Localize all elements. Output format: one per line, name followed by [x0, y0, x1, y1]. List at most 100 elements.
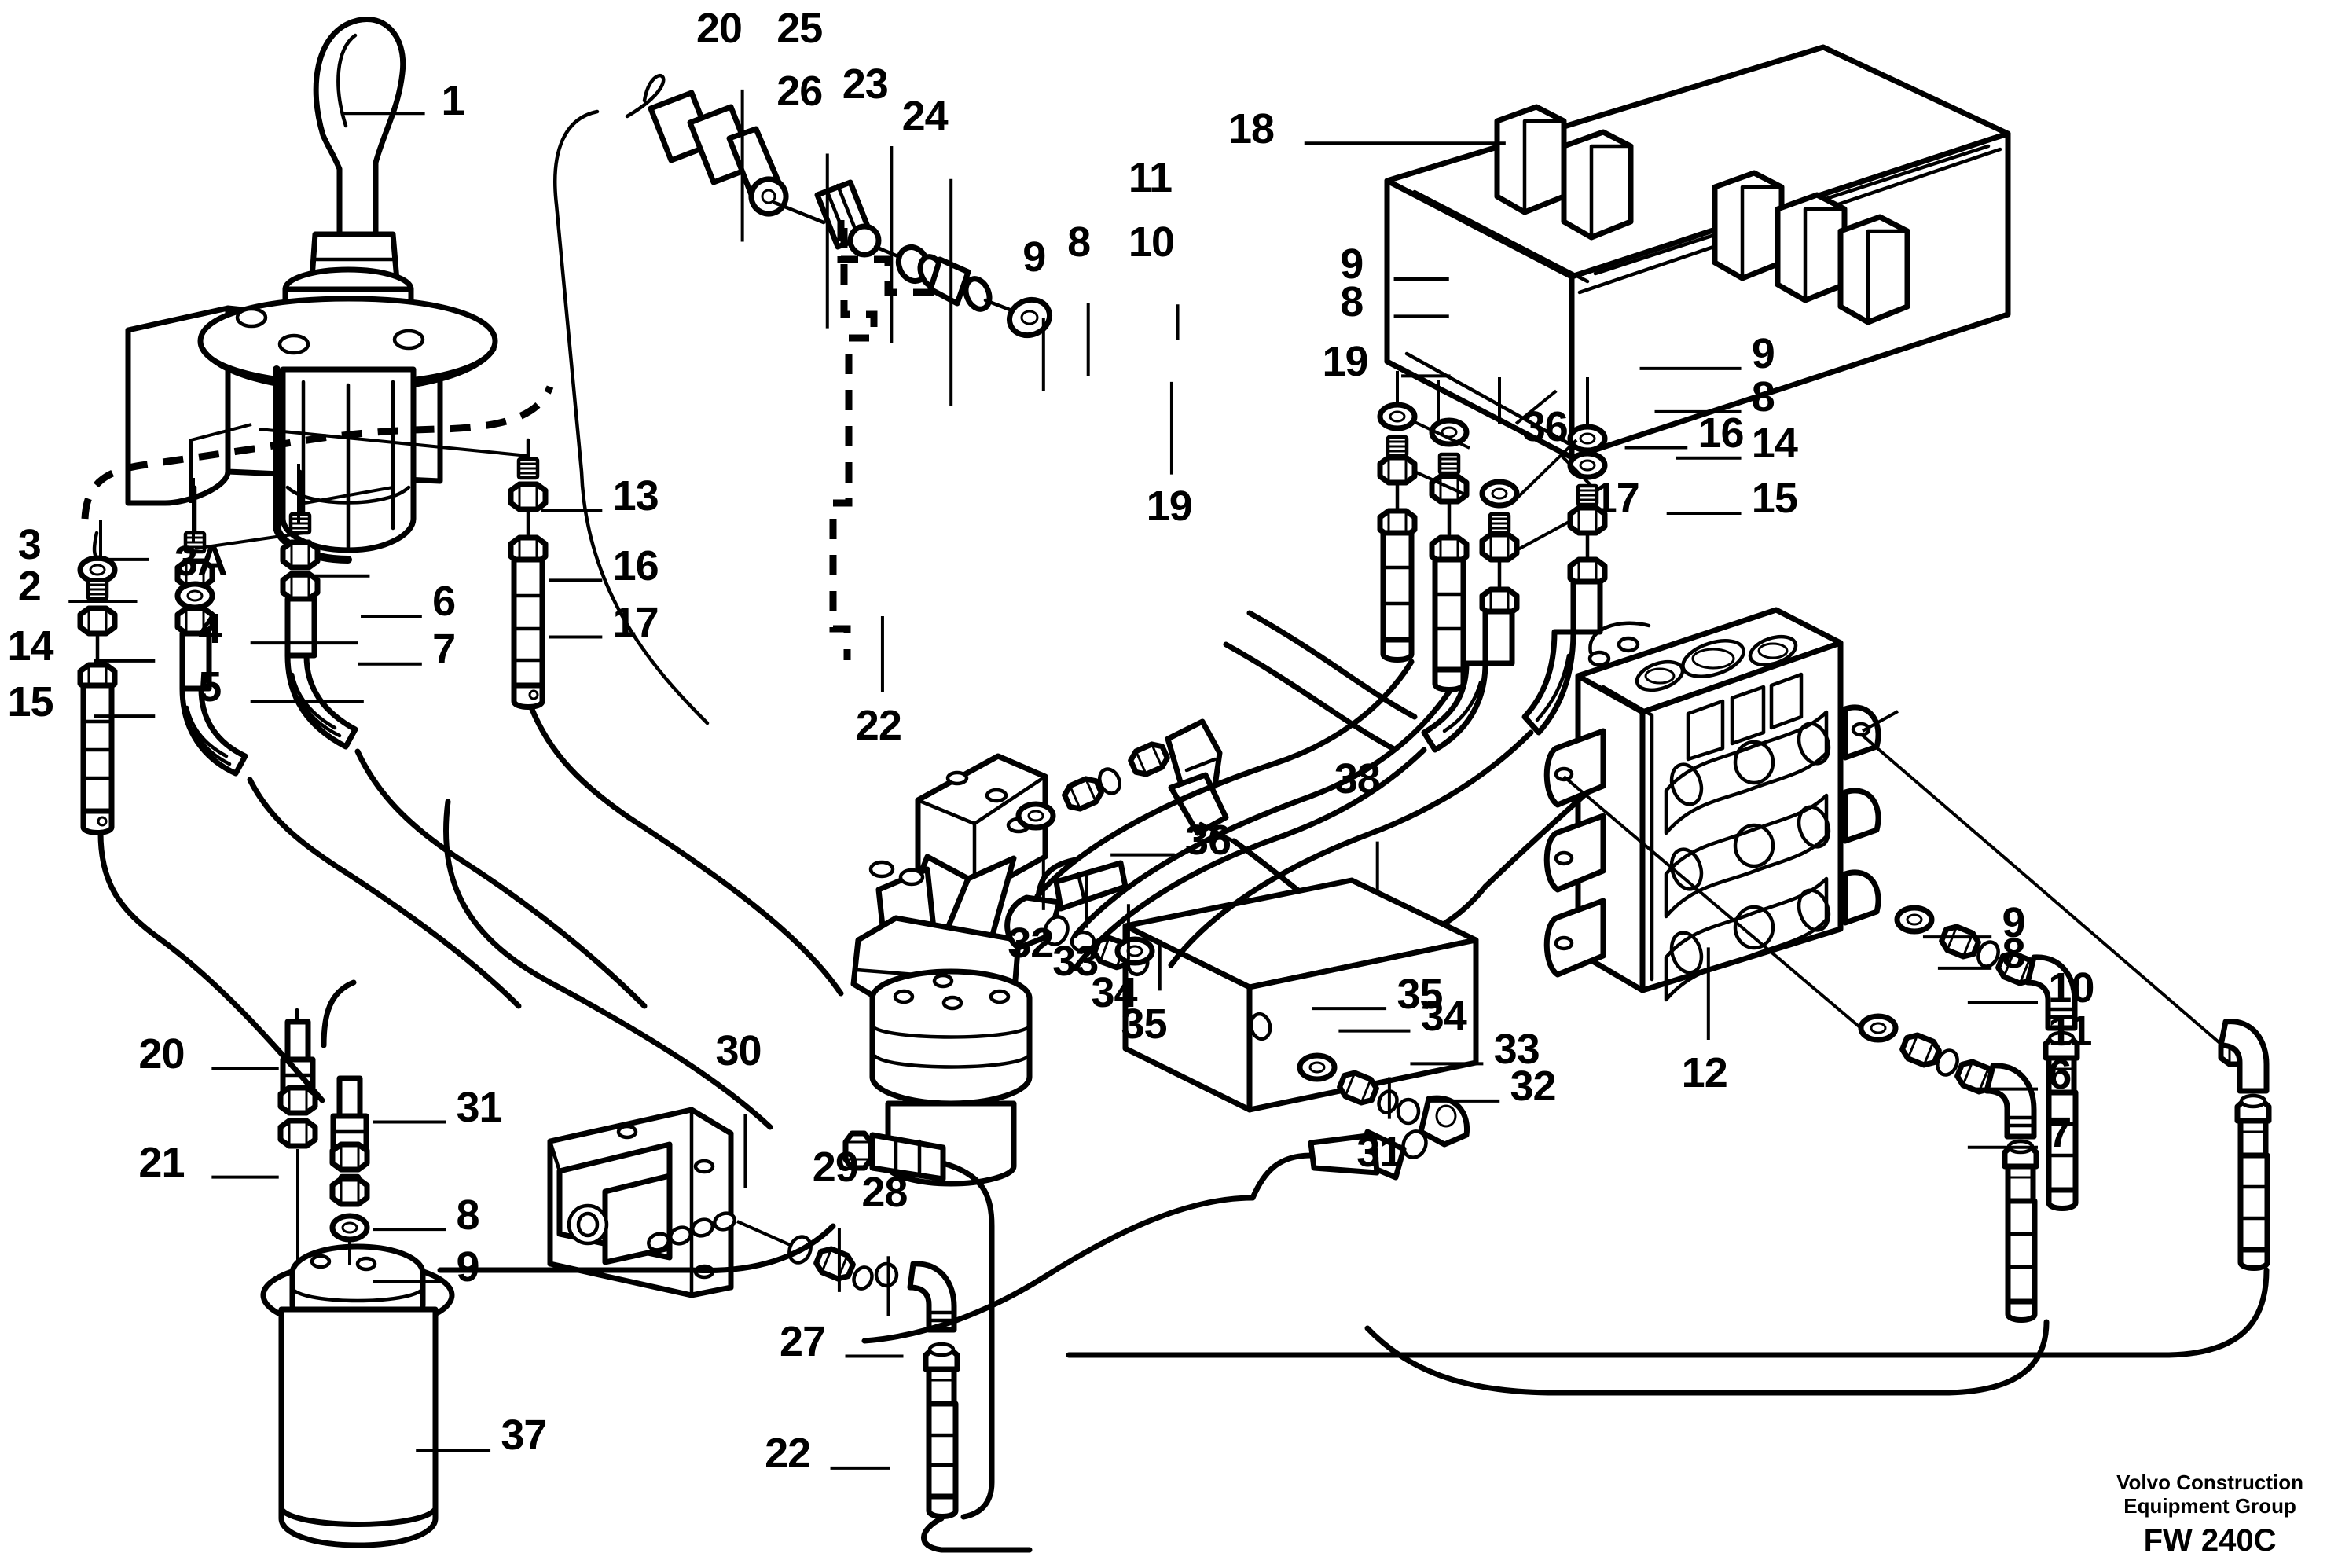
stack-13-16-17	[511, 438, 545, 710]
callout-20: 20	[696, 5, 743, 53]
stack-14-15-right	[1521, 427, 1605, 736]
callout-15: 15	[7, 678, 53, 725]
hydraulic-filter-37	[260, 1243, 455, 1548]
solenoid-valve-block-18	[1384, 44, 2011, 461]
swivel-fittings	[1019, 718, 1244, 848]
callout-16: 16	[612, 542, 659, 589]
machine-model: FW 240C	[2143, 1522, 2277, 1558]
callout-9: 9	[1751, 330, 1775, 378]
callout-8: 8	[2002, 930, 2025, 978]
callout-28: 28	[861, 1169, 908, 1217]
callout-17: 17	[612, 598, 659, 646]
valve-side-ports-left	[1543, 728, 1606, 978]
valve-spool-sections	[1664, 672, 1831, 1002]
callout-9: 9	[1340, 241, 1364, 288]
callout-10: 10	[2048, 964, 2094, 1012]
block30-fittings	[736, 1220, 1033, 1553]
callout-22: 22	[765, 1430, 811, 1478]
callout-30: 30	[715, 1026, 762, 1074]
callout-9: 9	[1022, 233, 1046, 281]
callout-8: 8	[1751, 373, 1775, 421]
callout-25: 25	[776, 5, 823, 53]
callout-33: 33	[1052, 937, 1099, 985]
leader-36	[1514, 389, 1558, 425]
callout-37: 37	[501, 1412, 547, 1460]
hose-pair-midsection	[1223, 610, 1418, 751]
callout-27: 27	[780, 1317, 826, 1365]
swivel-bolt-circle	[893, 973, 1011, 1011]
callout-19: 19	[1322, 337, 1369, 385]
control-lever-assembly	[125, 17, 498, 564]
callout-10: 10	[1128, 218, 1175, 266]
accumulator-block-38	[1122, 877, 1479, 1113]
callout-21: 21	[138, 1139, 185, 1187]
callout-3: 3	[17, 521, 42, 569]
fitting-22-swivel	[846, 1133, 995, 1339]
leader-17	[1559, 454, 1592, 487]
callout-13: 13	[612, 472, 659, 520]
port-connector-lines	[99, 417, 529, 560]
callout-12: 12	[1681, 1049, 1728, 1097]
stack-36	[1432, 420, 1466, 692]
callout-9: 9	[456, 1243, 479, 1291]
hose-routes	[97, 659, 2270, 1520]
dashed-cable-left	[81, 385, 554, 520]
stack-19	[1380, 405, 1415, 663]
callout-8: 8	[1067, 218, 1091, 266]
callout-7: 7	[432, 626, 456, 674]
cable-assembly-20-26	[625, 73, 1052, 339]
filter-fittings	[281, 979, 367, 1265]
company-name-line2: Equipment Group	[2123, 1493, 2296, 1518]
callout-29: 29	[812, 1143, 859, 1191]
callout-34: 34	[1420, 993, 1467, 1041]
valve12-fitting-left-lower	[1861, 1016, 2036, 1323]
callout-16: 16	[1698, 409, 1745, 457]
stack-16-17-right	[1421, 482, 1517, 753]
callout-leader-lines	[68, 89, 2039, 1470]
block18-cross-lines	[1412, 420, 1578, 552]
callout-8: 8	[456, 1191, 479, 1239]
callout-2: 2	[17, 563, 42, 611]
callout-35: 35	[1121, 1000, 1167, 1048]
callout-19: 19	[1146, 482, 1193, 530]
company-name-line1: Volvo Construction	[2116, 1471, 2303, 1494]
callout-3a: 3A	[174, 538, 228, 586]
callout-32: 32	[1510, 1063, 1557, 1111]
stack-left-3-2-14-15	[80, 531, 115, 835]
callout-36: 36	[1185, 817, 1231, 865]
callout-14: 14	[1751, 420, 1798, 468]
callout-4: 4	[198, 604, 222, 652]
solenoid-coils	[1494, 104, 1910, 325]
flange-bolts	[235, 307, 425, 355]
callout-38: 38	[1334, 755, 1381, 803]
cable-route-long	[553, 109, 710, 725]
callout-31: 31	[1356, 1128, 1403, 1176]
callout-17: 17	[1593, 475, 1640, 523]
callout-24: 24	[901, 93, 949, 141]
callout-7: 7	[2048, 1109, 2072, 1157]
callout-14: 14	[7, 622, 53, 670]
callout-20: 20	[138, 1030, 185, 1078]
callout-23: 23	[842, 60, 889, 108]
callout-8: 8	[1340, 277, 1364, 325]
callout-11: 11	[2048, 1008, 2092, 1056]
fittings-38-right	[1250, 1056, 1470, 1201]
callout-35: 35	[1397, 970, 1443, 1018]
callout-18: 18	[1228, 105, 1275, 152]
callout-9: 9	[2002, 898, 2025, 946]
callout-22: 22	[855, 701, 902, 749]
dashed-cable-top-center-a	[837, 220, 940, 296]
callout-5: 5	[198, 663, 222, 711]
callout-31: 31	[456, 1083, 502, 1131]
callout-6: 6	[432, 578, 456, 626]
callout-15: 15	[1751, 475, 1798, 523]
callout-36: 36	[1521, 403, 1569, 451]
footer-branding: Volvo Construction Equipment Group FW 24…	[2116, 1471, 2303, 1559]
small-valve-block-30	[547, 1107, 736, 1298]
valve-side-ports-right	[1842, 704, 1881, 926]
valve12-fitting-far-right	[2218, 1019, 2269, 1271]
callout-33: 33	[1493, 1025, 1540, 1073]
callout-34: 34	[1091, 968, 1138, 1016]
